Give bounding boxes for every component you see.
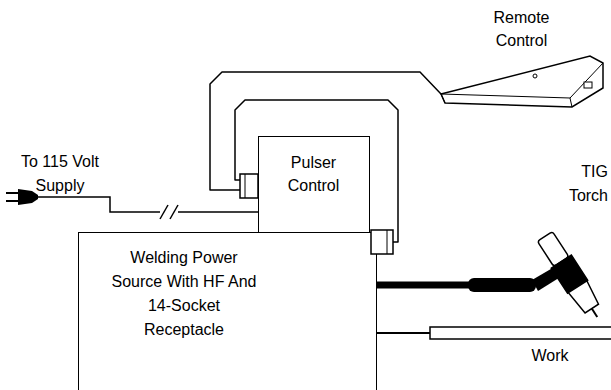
cable-connector [240,174,258,198]
pulser-box: Pulser Control [258,136,370,233]
work-label: Work [520,344,580,368]
node-text: Welding Power Source With HF And 14-Sock… [109,246,259,342]
work-plate [430,327,611,339]
break-mark [160,205,178,219]
pedal-edge [441,63,603,107]
pedal-switch [584,82,592,88]
power-source-box: Welding Power Source With HF And 14-Sock… [78,232,377,390]
node-text: Pulser Control [279,151,349,197]
torch-head [535,230,607,324]
power-plug [6,189,38,205]
pedal-body [441,56,603,107]
cable-connector [245,174,246,198]
torch-handle [468,278,536,292]
torch-label: TIG Torch [560,160,608,208]
work-cable [377,332,430,334]
node-text: Remote Control [482,6,562,52]
remote-pedal: Remote Control [440,6,606,114]
control-cable [235,100,398,242]
power-cord [38,197,258,212]
supply-label: To 115 Volt Supply [4,150,116,198]
pedal-pivot [533,74,537,78]
cable-connector [387,230,388,254]
torch-cable [377,282,472,289]
